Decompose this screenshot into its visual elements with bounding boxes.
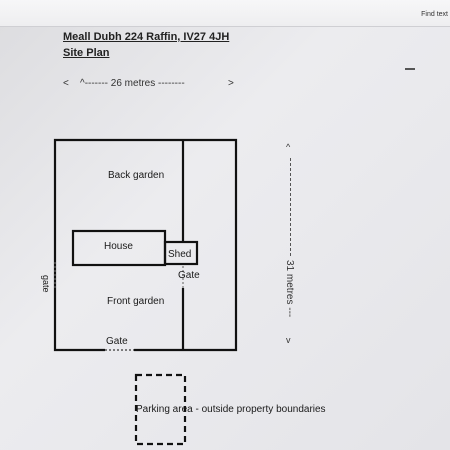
app-toolbar: Find text <box>0 0 450 27</box>
document-subtitle: Site Plan <box>63 47 110 59</box>
width-left-arrow: < <box>63 78 69 89</box>
bottom-gate-label: Gate <box>106 336 128 347</box>
dash-mark <box>405 68 415 70</box>
back-garden-label: Back garden <box>108 170 165 181</box>
front-garden-label: Front garden <box>107 296 165 307</box>
find-text-button[interactable]: Find text <box>421 11 448 18</box>
width-label: ^------- 26 metres -------- <box>80 78 185 89</box>
property-boundary <box>53 138 238 352</box>
height-label: 31 metres --- <box>284 260 295 318</box>
height-dimension: ^ 31 metres --- v <box>284 142 298 347</box>
left-gate-label: gate <box>41 275 51 293</box>
inner-gate-label: Gate <box>178 270 200 281</box>
height-down-arrow: v <box>286 335 291 345</box>
shed-outline <box>163 240 199 266</box>
width-right-arrow: > <box>228 78 234 89</box>
height-dash-line <box>290 158 291 256</box>
height-up-arrow: ^ <box>286 142 291 152</box>
house-label: House <box>104 241 133 252</box>
parking-area-outline <box>134 373 187 446</box>
shed-label: Shed <box>168 249 192 260</box>
document-title: Meall Dubh 224 Raffin, IV27 4JH <box>63 31 230 43</box>
parking-area-label: Parking area - outside property boundari… <box>136 404 326 415</box>
